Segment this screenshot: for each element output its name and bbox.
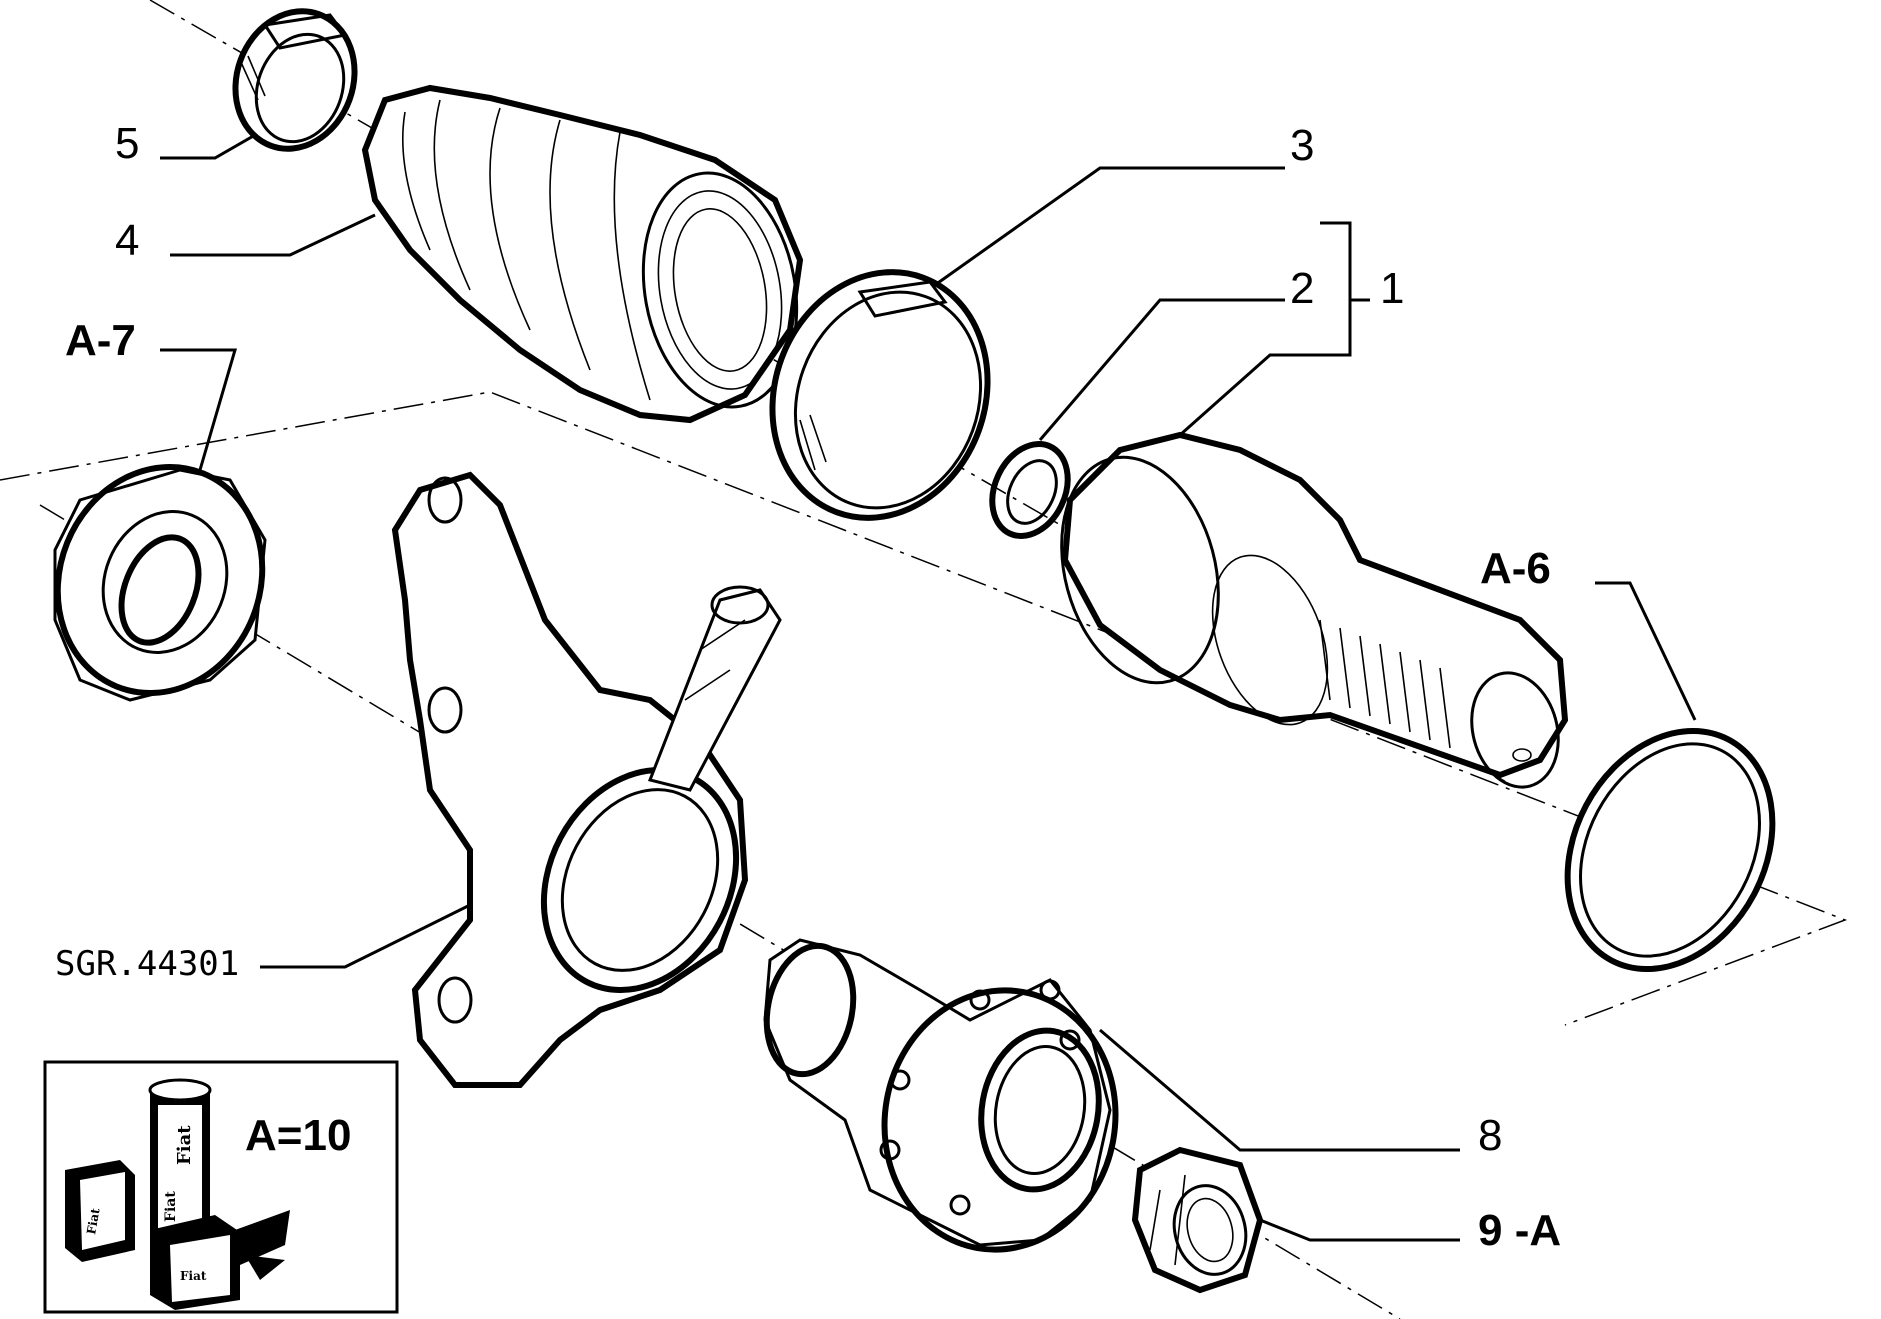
part-5-hose-clamp xyxy=(232,8,358,152)
icon-lettering-2: Fiat xyxy=(163,1191,179,1222)
callout-3: 3 xyxy=(1290,121,1314,170)
leader-lines xyxy=(160,133,1697,1242)
part-8-wheel-hub xyxy=(763,938,1119,1253)
callout-9a: 9 -A xyxy=(1478,1206,1561,1255)
part-3-boot-clamp xyxy=(769,269,991,521)
part-2-circlip xyxy=(989,441,1071,539)
part-a6-ring xyxy=(1564,727,1776,973)
fiat-grease-tube-and-boxes-icon: Fiat Fiat Fiat Fiat xyxy=(65,1078,290,1310)
callout-8: 8 xyxy=(1478,1111,1502,1160)
callout-a6: A-6 xyxy=(1480,544,1551,593)
drawing-code: SGR.44301 xyxy=(55,944,239,984)
icon-lettering-3: Fiat xyxy=(84,1207,102,1236)
callout-4: 4 xyxy=(115,216,139,265)
part-steering-knuckle xyxy=(391,471,782,1088)
callout-1: 1 xyxy=(1380,264,1404,313)
callout-5: 5 xyxy=(115,119,139,168)
part-4-cv-joint-boot xyxy=(361,84,804,424)
icon-lettering-1: Fiat xyxy=(174,1125,195,1165)
icon-lettering-4: Fiat xyxy=(180,1269,207,1283)
part-9a-hub-nut xyxy=(1131,1146,1264,1294)
part-1-outer-cv-joint xyxy=(1060,431,1569,789)
callout-a7: A-7 xyxy=(65,316,136,365)
callout-labels: 5 4 3 2 1 A-7 A-6 8 9 -A SGR.44301 xyxy=(55,119,1561,1255)
part-a7-wheel-bearing xyxy=(53,463,267,702)
legend-box: Fiat Fiat Fiat Fiat A=10 xyxy=(43,1060,399,1314)
legend-formula: A=10 xyxy=(245,1111,351,1160)
callout-2: 2 xyxy=(1290,264,1314,313)
